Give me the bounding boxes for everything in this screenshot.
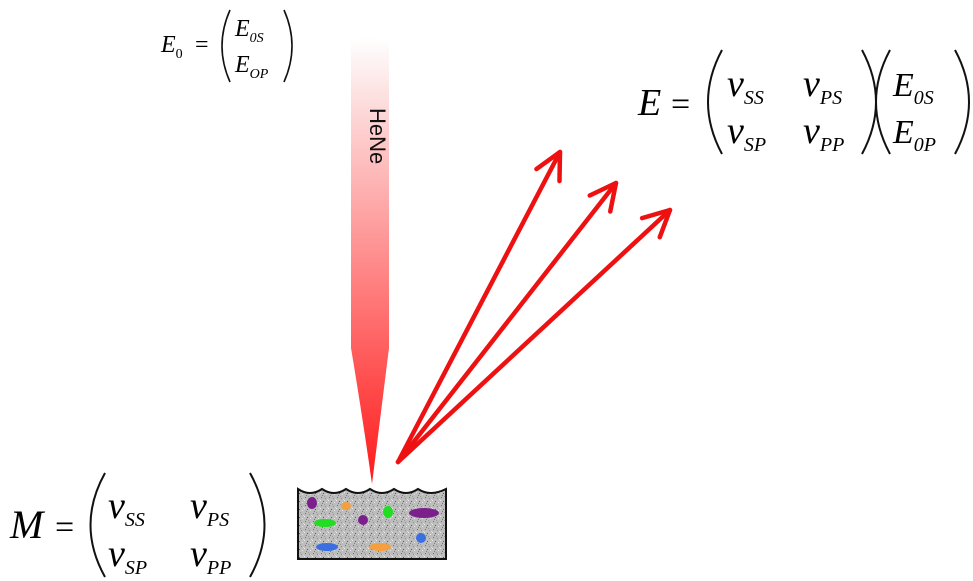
matrix-left-paren <box>89 472 106 578</box>
sample-particle <box>307 497 317 509</box>
sample-matrix-equation: M = νSS νPS νSP νPP <box>9 472 266 579</box>
sample-particles <box>307 497 439 551</box>
scattered-matrix-sp: νSP <box>727 110 766 156</box>
scattered-equals: = <box>671 86 690 123</box>
scattered-field-equation: E = νSS νPS νSP νPP E0S E0P <box>637 49 970 156</box>
scattered-matrix-ps: νPS <box>803 63 842 109</box>
incident-equals: = <box>195 32 209 58</box>
sample <box>297 487 447 560</box>
matrix-right-paren <box>249 472 266 578</box>
sample-particle <box>341 502 351 510</box>
beam-body <box>351 37 389 484</box>
incident-left-paren <box>221 9 231 83</box>
laser-label: HeNe <box>365 108 390 164</box>
incident-lhs: E0 <box>160 32 183 62</box>
matrix-ss: νSS <box>108 485 145 531</box>
scattered-matrix-right-paren <box>861 49 877 155</box>
sample-particle <box>314 519 336 527</box>
sample-body <box>297 487 447 560</box>
matrix-lhs: M <box>9 502 46 547</box>
matrix-sp: νSP <box>108 533 147 579</box>
incident-right-paren <box>283 9 293 83</box>
scattered-ray-2 <box>395 180 619 465</box>
incident-entry-p: EOP <box>234 52 269 82</box>
scattered-matrix-pp: νPP <box>803 110 844 156</box>
scattered-vector-left-paren <box>875 49 891 155</box>
sample-particle <box>416 533 426 543</box>
sample-particle <box>409 508 439 518</box>
sample-particle <box>383 506 393 518</box>
scattered-lhs: E <box>637 82 661 124</box>
matrix-pp: νPP <box>190 533 231 579</box>
matrix-equals: = <box>55 509 74 546</box>
scattered-matrix-left-paren <box>707 49 723 155</box>
incident-field-equation: E0 = E0S EOP <box>160 9 293 83</box>
scattered-vector-s: E0S <box>892 67 934 109</box>
sample-particle <box>358 515 368 525</box>
scattered-ray-1 <box>395 149 563 465</box>
scattered-matrix-ss: νSS <box>727 63 764 109</box>
scattered-vector-p: E0P <box>892 114 936 156</box>
scattered-ray-3 <box>395 207 673 465</box>
matrix-ps: νPS <box>190 485 229 531</box>
laser-beam: HeNe <box>351 37 390 484</box>
scattered-rays <box>395 149 673 465</box>
sample-particle <box>369 543 391 551</box>
sample-particle <box>316 543 338 551</box>
incident-entry-s: E0S <box>234 16 264 46</box>
scattered-vector-right-paren <box>954 49 970 155</box>
